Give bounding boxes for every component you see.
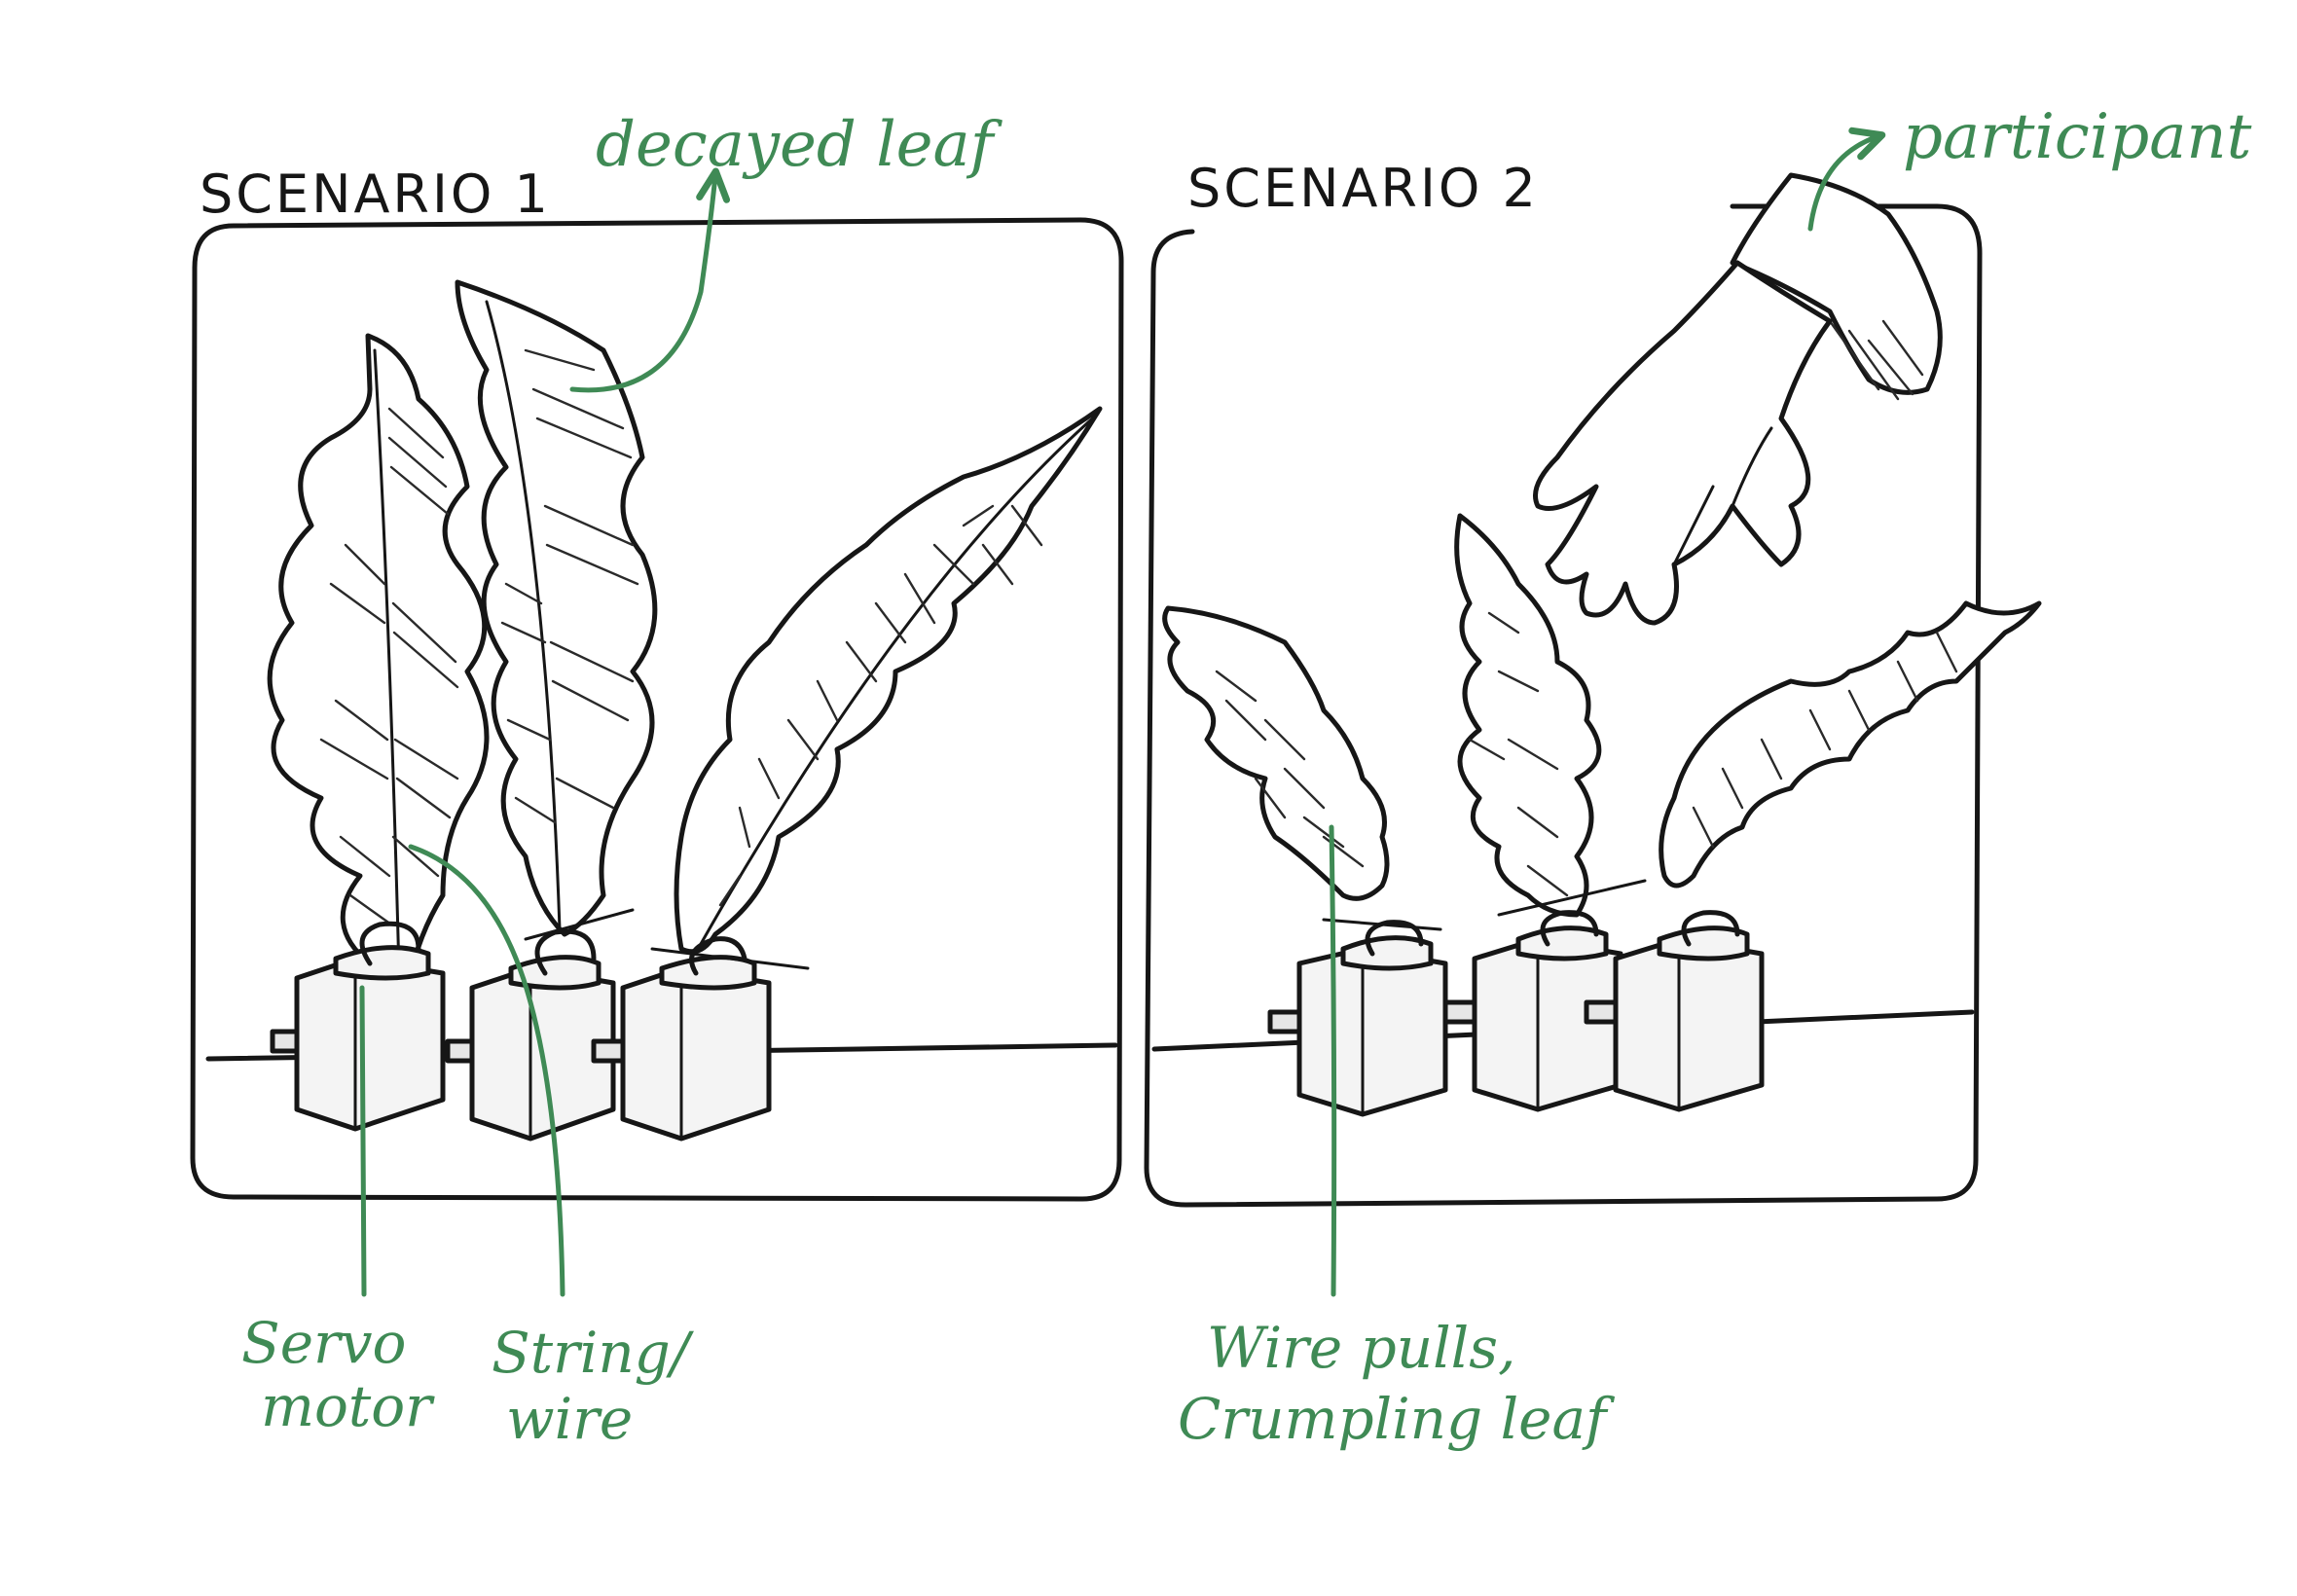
scenario-1-leaf-right — [676, 409, 1100, 952]
scenario-2-leaf-left — [1165, 608, 1387, 898]
scenario-2-title: SCENARIO 2 — [1187, 158, 1539, 219]
scenario-2-leaf-right — [1661, 603, 2039, 886]
label-wire-line-2: Crumpling leaf — [1178, 1386, 1616, 1452]
servo-motor-leader-line — [362, 988, 364, 1294]
label-wire-line-1: Wire pulls, — [1207, 1315, 1515, 1381]
label-decayed-leaf: decayed leaf — [596, 109, 1003, 181]
scenario-1-title: SCENARIO 1 — [200, 163, 551, 225]
scenario-2-servo-1 — [1270, 920, 1445, 1114]
scenario-1-servo-2 — [448, 910, 633, 1139]
label-participant: participant — [1903, 101, 2252, 173]
label-string-line-1: String/ — [492, 1320, 695, 1386]
participant-hand — [1536, 175, 1941, 623]
scenario-1-servo-1 — [273, 924, 443, 1129]
scenario-1-leaf-middle — [457, 282, 655, 934]
scenario-1: SCENARIO 1 — [193, 109, 1121, 1452]
scenario-2: SCENARIO 2 participant — [1147, 101, 2252, 1452]
label-servo-line-2: motor — [261, 1373, 435, 1439]
wire-pulls-leader-line — [1331, 827, 1334, 1294]
scenario-1-servo-3 — [594, 939, 808, 1139]
label-servo-line-1: Servo — [241, 1310, 406, 1376]
scenario-1-leaf-left — [270, 336, 487, 986]
label-string-line-2: wire — [506, 1386, 633, 1452]
